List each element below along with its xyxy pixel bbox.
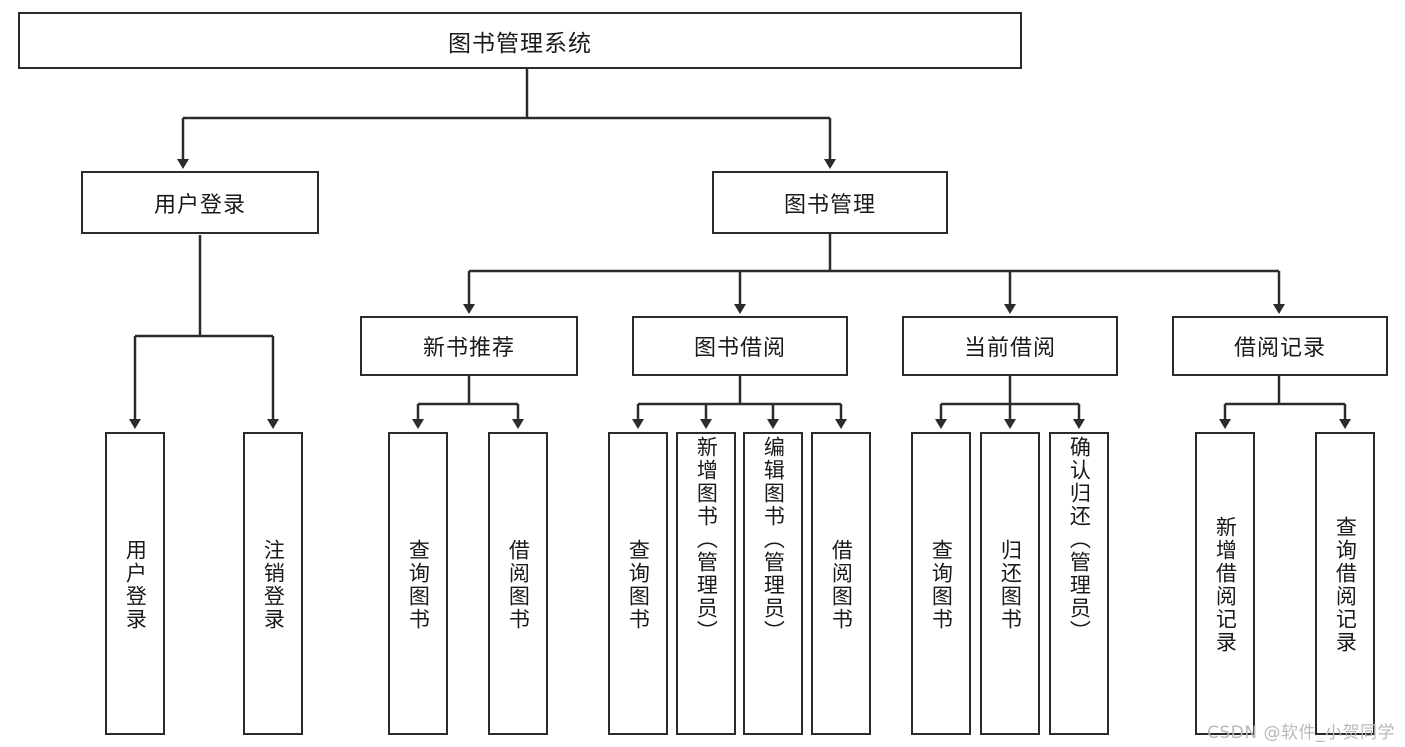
node-label: 借阅记录 bbox=[1233, 336, 1326, 361]
leaf-borrow-borrow-book[interactable]: 借阅图书 bbox=[811, 432, 871, 735]
node-label: 当前借阅 bbox=[963, 336, 1056, 361]
leaf-label: 查询借阅记录 bbox=[1333, 515, 1358, 654]
leaf-label: 用户登录 bbox=[123, 538, 148, 631]
leaf-current-query-book[interactable]: 查询图书 bbox=[911, 432, 971, 735]
leaf-record-query-borrow-record[interactable]: 查询借阅记录 bbox=[1315, 432, 1375, 735]
leaf-user-login-login[interactable]: 用户登录 bbox=[105, 432, 165, 735]
node-book-borrowing[interactable]: 图书借阅 bbox=[632, 316, 848, 376]
leaf-label: 查询图书 bbox=[626, 538, 651, 631]
leaf-label: 注销登录 bbox=[261, 538, 286, 631]
leaf-borrow-edit-book-admin[interactable]: 编辑图书（管理员） bbox=[743, 432, 803, 735]
leaf-record-add-borrow-record[interactable]: 新增借阅记录 bbox=[1195, 432, 1255, 735]
node-user-login[interactable]: 用户登录 bbox=[81, 171, 319, 234]
node-new-book-recommendation[interactable]: 新书推荐 bbox=[360, 316, 578, 376]
leaf-label: 查询图书 bbox=[929, 538, 954, 631]
node-current-borrowing[interactable]: 当前借阅 bbox=[902, 316, 1118, 376]
node-label: 新书推荐 bbox=[422, 336, 515, 361]
csdn-watermark: CSDN @软件_小贺同学 bbox=[1207, 723, 1395, 743]
leaf-borrow-add-book-admin[interactable]: 新增图书（管理员） bbox=[676, 432, 736, 735]
leaf-label: 归还图书 bbox=[998, 538, 1023, 631]
node-label: 图书管理系统 bbox=[448, 30, 592, 57]
leaf-label: 确认归还（管理员） bbox=[1067, 436, 1092, 643]
leaf-label: 借阅图书 bbox=[829, 538, 854, 631]
leaf-label: 新增图书（管理员） bbox=[694, 436, 719, 643]
leaf-label: 查询图书 bbox=[406, 538, 431, 631]
node-borrowing-record[interactable]: 借阅记录 bbox=[1172, 316, 1388, 376]
node-label: 图书管理 bbox=[783, 192, 876, 218]
node-book-management[interactable]: 图书管理 bbox=[712, 171, 948, 234]
leaf-user-login-logout[interactable]: 注销登录 bbox=[243, 432, 303, 735]
leaf-new-book-borrow-book[interactable]: 借阅图书 bbox=[488, 432, 548, 735]
node-root-book-management-system[interactable]: 图书管理系统 bbox=[18, 12, 1022, 69]
leaf-new-book-query-book[interactable]: 查询图书 bbox=[388, 432, 448, 735]
leaf-current-confirm-return-admin[interactable]: 确认归还（管理员） bbox=[1049, 432, 1109, 735]
leaf-label: 借阅图书 bbox=[506, 538, 531, 631]
leaf-current-return-book[interactable]: 归还图书 bbox=[980, 432, 1040, 735]
leaf-borrow-query-book[interactable]: 查询图书 bbox=[608, 432, 668, 735]
node-label: 图书借阅 bbox=[693, 336, 786, 361]
leaf-label: 新增借阅记录 bbox=[1213, 515, 1238, 654]
leaf-label: 编辑图书（管理员） bbox=[761, 436, 786, 643]
node-label: 用户登录 bbox=[153, 192, 246, 218]
